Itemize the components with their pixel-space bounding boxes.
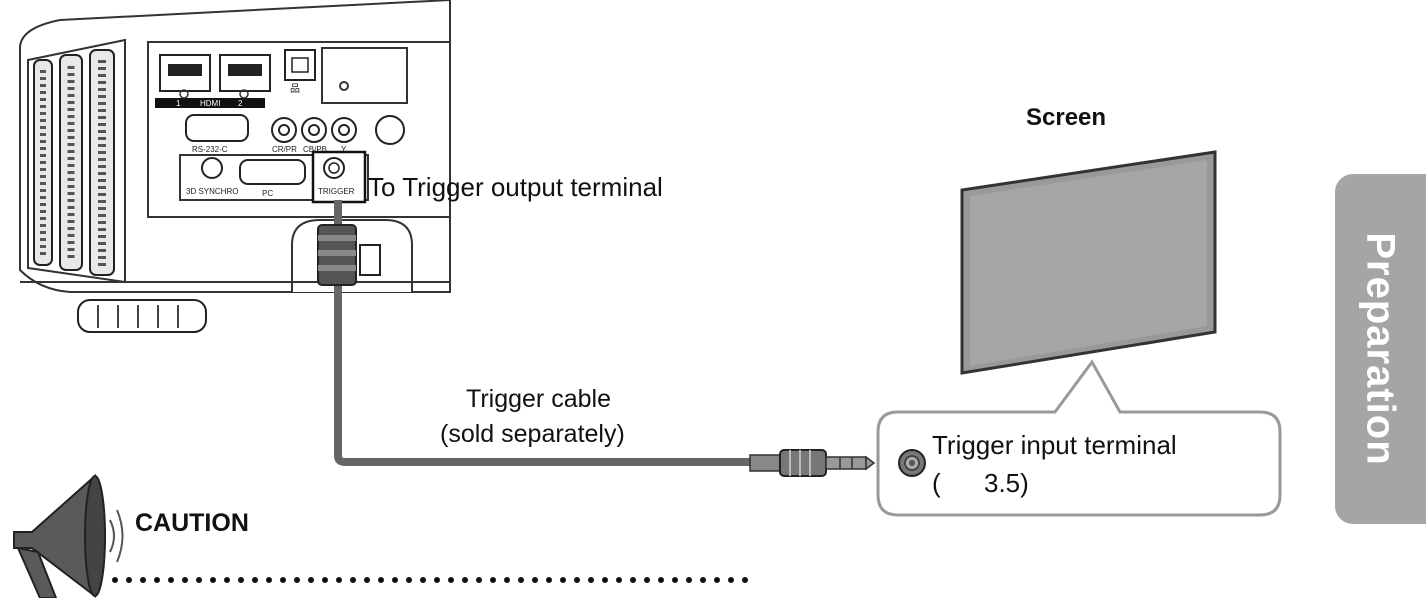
preparation-tab-label: Preparation xyxy=(1358,232,1403,466)
trigger-output-label: To Trigger output terminal xyxy=(368,172,663,202)
projector: 1 HDMI 2 品 RS-232-C CR/PR CB/PB Y 3D SYN… xyxy=(19,0,451,333)
caution-heading: CAUTION xyxy=(135,509,249,537)
synchro-label: 3D SYNCHRO xyxy=(186,187,238,196)
svg-text:品: 品 xyxy=(290,83,300,95)
screen-illustration xyxy=(960,150,1217,375)
projector-vents xyxy=(33,49,115,276)
hdmi-2-label: 2 xyxy=(238,99,243,108)
y-label: Y xyxy=(341,145,347,154)
screen-label: Screen xyxy=(1026,104,1107,131)
hdmi-1-label: 1 xyxy=(176,99,181,108)
trigger-input-label: Trigger input terminal xyxy=(932,430,1177,460)
pc-label: PC xyxy=(262,189,273,198)
trigger-input-spec: ( 3.5) xyxy=(932,468,1029,498)
rs232c-label: RS-232-C xyxy=(192,145,228,154)
cb-pb-label: CB/PB xyxy=(303,145,327,154)
trigger-input-jack-icon xyxy=(898,449,926,477)
cr-pr-label: CR/PR xyxy=(272,145,297,154)
trigger-cable xyxy=(317,200,876,477)
trigger-cable-label: Trigger cable xyxy=(466,385,611,413)
preparation-side-tab: Preparation xyxy=(1335,174,1426,524)
trigger-input-callout xyxy=(876,359,1282,517)
hdmi-label: HDMI xyxy=(200,99,220,108)
sold-separately-label: (sold separately) xyxy=(440,420,625,448)
trigger-panel-label: TRIGGER xyxy=(318,187,355,196)
megaphone-icon xyxy=(13,473,124,598)
